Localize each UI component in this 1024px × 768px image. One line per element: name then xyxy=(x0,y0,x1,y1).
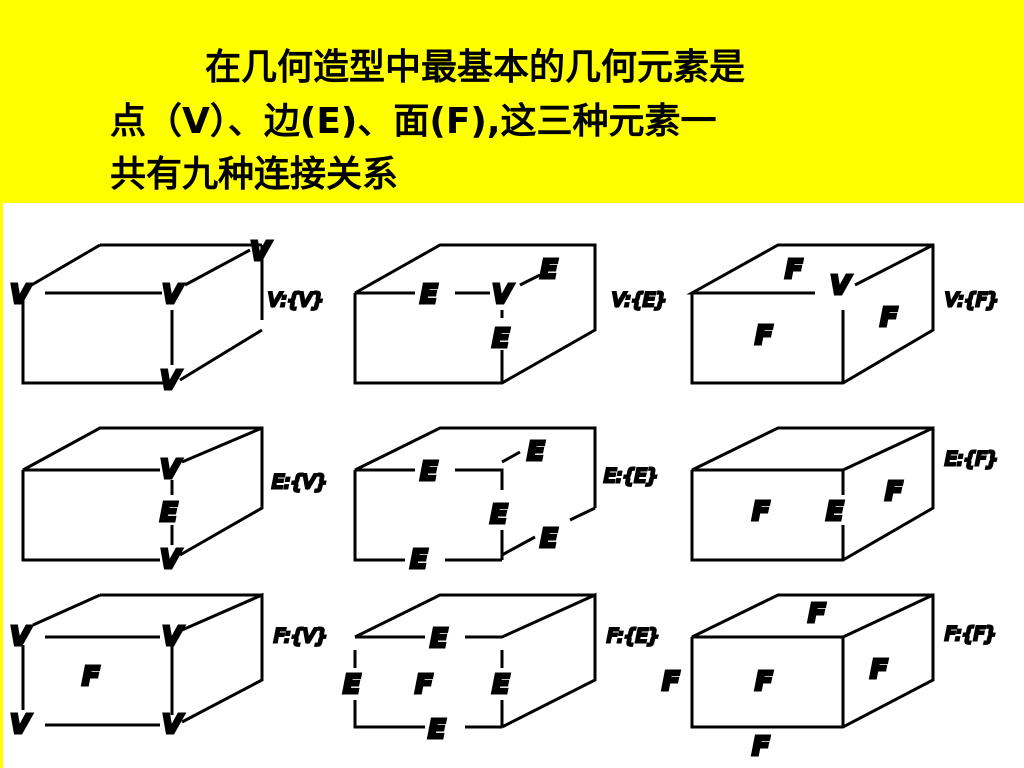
relation-tag: F:{V} xyxy=(274,625,328,647)
relation-fe: E E F E E F:{E} xyxy=(342,592,661,747)
edge-label: E xyxy=(420,280,438,310)
vertex-label: V xyxy=(250,237,272,267)
edge-label: E xyxy=(540,255,558,285)
face-label: F xyxy=(752,497,770,527)
face-label: F xyxy=(880,303,898,333)
vertex-label: V xyxy=(162,710,184,740)
face-label: F xyxy=(755,321,773,351)
cube-outline xyxy=(21,243,264,385)
edge-label: E xyxy=(410,545,428,575)
vertex-label: V xyxy=(160,545,182,575)
relation-ef: F F E E:{F} xyxy=(690,426,1000,562)
vertex-label: V xyxy=(10,710,32,740)
vertex-label: V xyxy=(162,622,184,652)
cube-outline xyxy=(21,592,264,727)
face-label: F xyxy=(870,655,888,685)
edge-label: E xyxy=(490,500,508,530)
edge-label: E xyxy=(527,437,545,467)
edge-label: E xyxy=(540,524,558,554)
face-label: F xyxy=(885,477,903,507)
cube-outline xyxy=(353,426,597,562)
title-line-1: 在几何造型中最基本的几何元素是 xyxy=(205,47,746,88)
relation-ff: F F F F F F:{F} xyxy=(661,593,998,764)
face-label: F xyxy=(808,599,826,629)
edge-label: E xyxy=(420,457,438,487)
cube-outline xyxy=(21,426,264,562)
vertex-label: V xyxy=(160,455,182,485)
relation-vv: V V V V V:{V} xyxy=(9,236,326,398)
cube-edges-to-center xyxy=(45,291,174,365)
title-line-2: 点（V）、边(E)、面(F),这三种元素一 xyxy=(110,101,717,142)
relation-tag: V:{F} xyxy=(945,289,999,311)
vertex-label: V xyxy=(162,280,184,310)
edge-label: E xyxy=(343,670,361,700)
cube-outline xyxy=(690,426,935,562)
face-label: F xyxy=(785,255,803,285)
left-accent-bar xyxy=(0,203,3,768)
vertex-label: V xyxy=(10,280,32,310)
face-label: F xyxy=(755,667,773,697)
edge-label: E xyxy=(428,715,446,745)
edge-segments xyxy=(355,273,541,383)
vertex-label: V xyxy=(10,622,32,652)
edge-label: E xyxy=(826,497,844,527)
relation-vf: F V F F V:{F} xyxy=(686,243,1001,385)
relation-fv: V V F V V F:{V} xyxy=(9,592,329,742)
edge-label: E xyxy=(492,670,510,700)
face-label: F xyxy=(662,667,680,697)
relation-ev: V E V E:{V} xyxy=(21,426,329,577)
relation-tag: F:{E} xyxy=(607,625,660,647)
edge-label: E xyxy=(492,324,510,354)
cube-outline xyxy=(686,243,935,385)
relation-ve: E V E E V:{E} xyxy=(353,243,669,385)
vertex-label: V xyxy=(492,280,514,310)
edge-label: E xyxy=(160,498,178,528)
cube-outline xyxy=(353,592,597,729)
relation-tag: V:{V} xyxy=(268,289,324,311)
cube-top-diagonals xyxy=(22,243,263,382)
face-label: F xyxy=(82,662,100,692)
relation-ee: E E E E E E:{E} xyxy=(353,426,660,577)
title-line-3: 共有九种连接关系 xyxy=(110,154,399,195)
face-label: F xyxy=(415,670,433,700)
relation-tag: F:{F} xyxy=(945,623,997,645)
cube-outline xyxy=(353,243,597,385)
title-banner: 在几何造型中最基本的几何元素是 点（V）、边(E)、面(F),这三种元素一 共有… xyxy=(0,0,1024,203)
edge-label: E xyxy=(430,624,448,654)
relation-tag: V:{E} xyxy=(612,289,667,311)
cube-outline xyxy=(690,593,935,729)
relation-tag: E:{V} xyxy=(272,471,328,493)
topology-relations-diagram: V V V V V:{V} E V E E V:{E} F V F F V:{F… xyxy=(9,236,1001,764)
relation-tag: E:{F} xyxy=(945,448,999,470)
face-label: F xyxy=(752,732,770,762)
vertex-label: V xyxy=(160,366,182,396)
vertex-label: V xyxy=(830,271,852,301)
relation-tag: E:{E} xyxy=(604,465,659,487)
